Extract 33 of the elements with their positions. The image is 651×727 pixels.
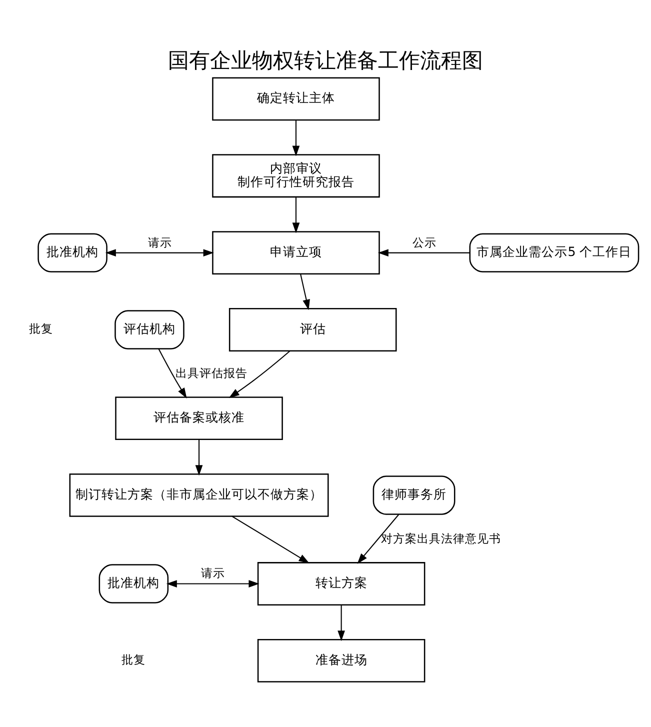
node-box: 确定转让主体 xyxy=(212,76,380,120)
arrow xyxy=(292,196,300,233)
arrow xyxy=(378,248,470,256)
edge-label: 出具评估报告 xyxy=(176,365,248,380)
label: 批复 xyxy=(28,321,53,336)
edge-label: 公示 xyxy=(412,234,437,249)
node-box: 批准机构 xyxy=(38,232,108,272)
node-box: 评估备案或核准 xyxy=(115,396,283,440)
arrow xyxy=(357,514,400,564)
node-box: 市属企业需公示5 个工作日 xyxy=(469,232,640,272)
node-box: 批准机构 xyxy=(98,564,169,603)
edge-label: 请示 xyxy=(148,234,172,249)
arrow xyxy=(105,248,214,256)
label: 批复 xyxy=(122,652,146,666)
node-box: 律师事务所 xyxy=(372,475,456,514)
arrow xyxy=(195,438,203,476)
diagram-title: 国有企业物权转让准备工作流程图 xyxy=(168,46,483,72)
node-box: 评估机构 xyxy=(114,310,184,349)
edge-label: 请示 xyxy=(200,566,225,580)
node-box: 申请立项 xyxy=(212,230,380,274)
arrow xyxy=(292,120,300,156)
arrow xyxy=(300,273,310,310)
arrow xyxy=(158,348,187,398)
arrow xyxy=(228,350,290,398)
node-box: 准备进场 xyxy=(257,638,426,682)
node-box: 评估 xyxy=(228,308,397,351)
node-box: 转让方案 xyxy=(257,562,426,605)
arrow xyxy=(166,580,260,587)
arrow xyxy=(338,604,345,641)
edge-label: 对方案出具法律意见书 xyxy=(380,530,501,545)
arrow xyxy=(232,515,310,563)
node-box: 制订转让方案（非市属企业可以不做方案） xyxy=(69,473,329,516)
node-box: 内部审议 制作可行性研究报告 xyxy=(212,154,380,198)
